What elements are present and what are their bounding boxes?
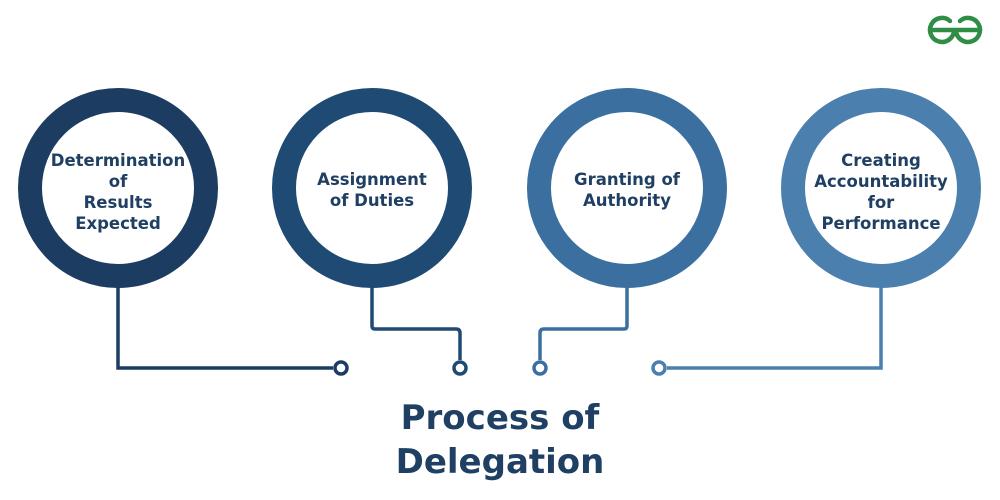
step-label-4: Creating Accountability for Performance [814, 151, 948, 233]
title-line-1: Process of [400, 398, 600, 438]
step-label-1: Determination of Results Expected [50, 151, 186, 233]
connector-line-step-1 [116, 286, 333, 370]
step-ring-3 [527, 88, 727, 288]
connector-node-step-1 [333, 360, 349, 376]
step-ring-2 [272, 88, 472, 288]
step-label-2: Assignment of Duties [317, 170, 427, 210]
connector-node-step-4 [651, 360, 667, 376]
connector-line-step-2 [370, 286, 462, 360]
connector-line-step-4 [667, 286, 883, 370]
step-ring-1 [18, 88, 218, 288]
title-line-2: Delegation [395, 442, 605, 482]
step-label-3: Granting of Authority [574, 170, 680, 210]
connector-line-step-3 [538, 286, 629, 360]
connector-node-step-2 [452, 360, 468, 376]
connector-node-step-3 [532, 360, 548, 376]
diagram-title: Process of Delegation [300, 396, 700, 484]
step-ring-4 [781, 88, 981, 288]
gfg-logo-icon [927, 15, 983, 45]
